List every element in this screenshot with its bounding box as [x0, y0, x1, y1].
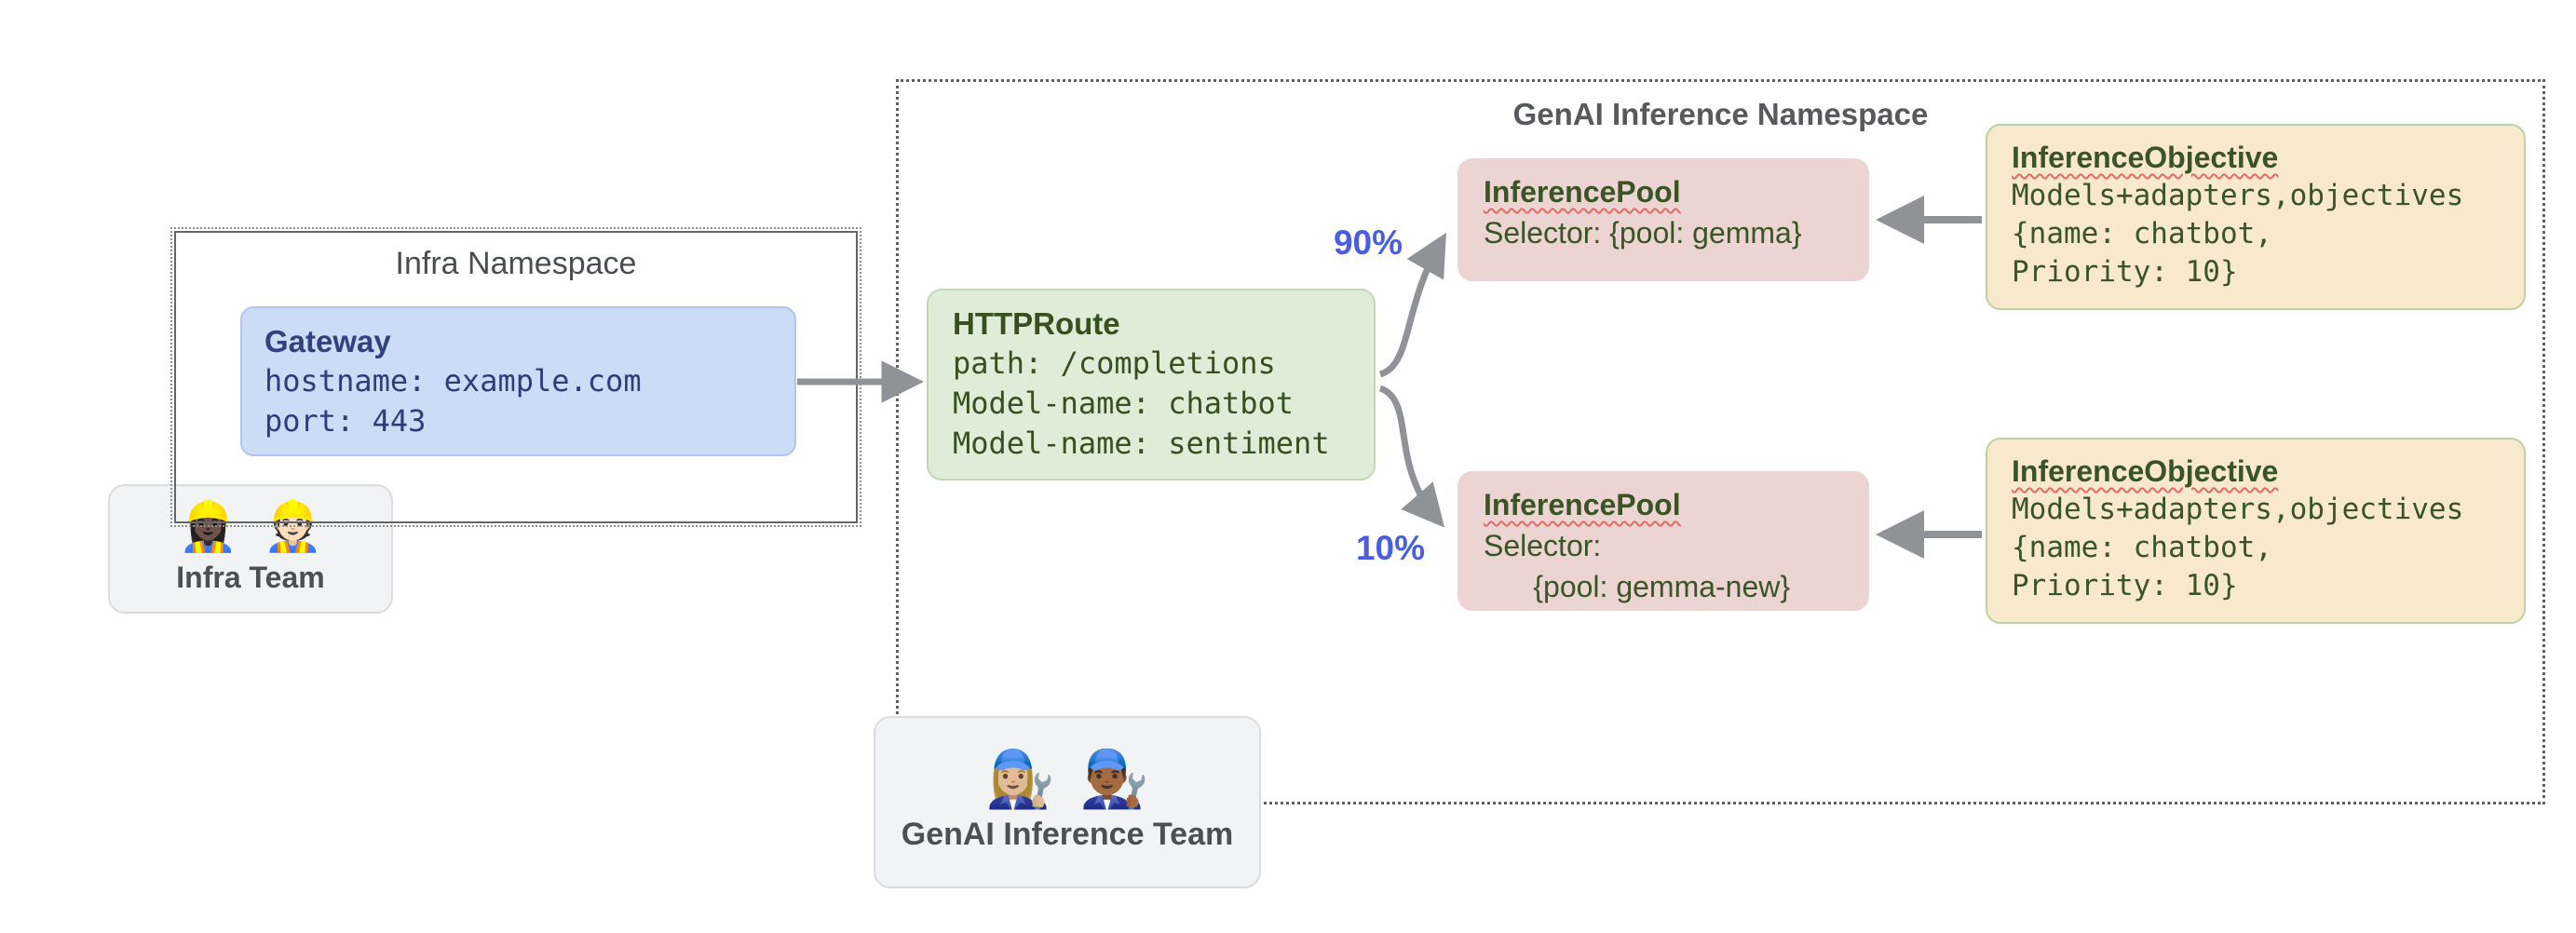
genai-inference-namespace-box: GenAI Inference Namespace — [896, 79, 2545, 805]
httproute-path-line: path: /completions — [953, 345, 1276, 381]
infra-team-icons: 👷🏿‍♀️ 👷🏻 — [178, 503, 323, 551]
inference-objective-bottom-models-line: Models+adapters,objectives — [2012, 493, 2464, 526]
inference-pool-gemma-new-value-line: {pool: gemma-new} — [1484, 570, 1791, 603]
inference-pool-gemma-selector-line: Selector: {pool: gemma} — [1484, 216, 1802, 250]
traffic-weight-10-label: 10% — [1355, 529, 1425, 567]
infra-team-label: Infra Team — [176, 561, 325, 594]
inference-objective-top-priority-line: Priority: 10} — [2012, 255, 2238, 289]
inference-objective-top-name-line: {name: chatbot, — [2012, 217, 2272, 250]
inference-objective-bottom-title: InferenceObjective — [2012, 454, 2279, 488]
gateway-node: Gateway hostname: example.com port: 443 — [240, 306, 796, 456]
inference-objective-bottom-name-line: {name: chatbot, — [2012, 531, 2272, 564]
inference-pool-gemma-new-title: InferencePool — [1484, 488, 1681, 521]
construction-worker-man-icon: 👷🏻 — [263, 500, 323, 554]
inference-pool-gemma-new-node: InferencePool Selector: {pool: gemma-new… — [1457, 471, 1869, 611]
inference-objective-bottom-node: InferenceObjective Models+adapters,objec… — [1986, 438, 2526, 624]
inference-pool-gemma-new-selector-line: Selector: — [1484, 529, 1602, 562]
genai-inference-team-box: 👩🏼‍🔧 👨🏾‍🔧 GenAI Inference Team — [874, 716, 1261, 888]
inference-objective-bottom-priority-line: Priority: 10} — [2012, 569, 2238, 602]
mechanic-woman-icon: 👩🏼‍🔧 — [985, 748, 1055, 810]
gateway-port-line: port: 443 — [264, 403, 427, 439]
inference-pool-gemma-node: InferencePool Selector: {pool: gemma} — [1457, 158, 1869, 281]
inference-pool-gemma-title: InferencePool — [1484, 175, 1681, 209]
mechanic-man-icon: 👨🏾‍🔧 — [1079, 748, 1149, 810]
inference-objective-top-models-line: Models+adapters,objectives — [2012, 179, 2464, 212]
httproute-node: HTTPRoute path: /completions Model-name:… — [927, 289, 1376, 480]
infra-namespace-title: Infra Namespace — [395, 246, 637, 281]
genai-team-icons: 👩🏼‍🔧 👨🏾‍🔧 — [985, 751, 1148, 807]
inference-objective-top-title: InferenceObjective — [2012, 141, 2279, 174]
httproute-title: HTTPRoute — [953, 306, 1120, 341]
gateway-hostname-line: hostname: example.com — [264, 363, 642, 399]
construction-worker-woman-icon: 👷🏿‍♀️ — [178, 500, 238, 554]
inference-objective-top-node: InferenceObjective Models+adapters,objec… — [1986, 124, 2526, 310]
gateway-title: Gateway — [264, 324, 391, 358]
httproute-model-sentiment-line: Model-name: sentiment — [953, 426, 1330, 461]
httproute-model-chatbot-line: Model-name: chatbot — [953, 385, 1295, 421]
traffic-weight-90-label: 90% — [1333, 223, 1403, 262]
genai-inference-namespace-title: GenAI Inference Namespace — [1512, 97, 1929, 131]
genai-team-label: GenAI Inference Team — [901, 817, 1234, 852]
infra-team-box: 👷🏿‍♀️ 👷🏻 Infra Team — [108, 484, 393, 614]
